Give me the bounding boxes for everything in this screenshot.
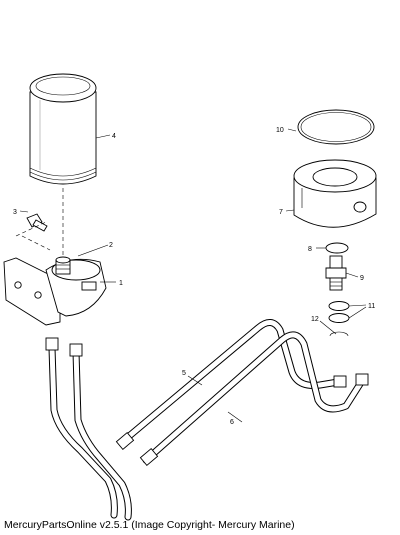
o-rings-pair[interactable] bbox=[328, 301, 350, 323]
center-nipple[interactable] bbox=[55, 256, 71, 275]
callout-2: 2 bbox=[109, 242, 113, 249]
callout-8: 8 bbox=[308, 246, 312, 253]
copyright-footer: MercuryPartsOnline v2.5.1 (Image Copyrig… bbox=[4, 519, 295, 531]
filter-bracket[interactable] bbox=[3, 257, 107, 326]
bolt[interactable] bbox=[26, 213, 48, 232]
large-o-ring[interactable] bbox=[297, 109, 375, 145]
oil-hose-6[interactable] bbox=[69, 331, 369, 521]
callout-11: 11 bbox=[368, 303, 375, 310]
callout-9: 9 bbox=[360, 275, 364, 282]
callout-3: 3 bbox=[13, 209, 17, 216]
adapter-fitting[interactable] bbox=[325, 255, 347, 291]
callout-12: 12 bbox=[311, 316, 319, 323]
callout-4: 4 bbox=[112, 133, 116, 140]
o-ring-small-8[interactable] bbox=[325, 242, 349, 254]
callout-10: 10 bbox=[276, 127, 284, 134]
callout-6: 6 bbox=[230, 419, 234, 426]
leader-lines bbox=[19, 128, 367, 423]
filter-housing[interactable] bbox=[293, 159, 377, 228]
callout-1: 1 bbox=[119, 280, 123, 287]
callout-5: 5 bbox=[182, 370, 186, 377]
oil-filter[interactable] bbox=[29, 73, 97, 185]
callout-7: 7 bbox=[279, 209, 283, 216]
snap-ring[interactable] bbox=[329, 331, 349, 337]
